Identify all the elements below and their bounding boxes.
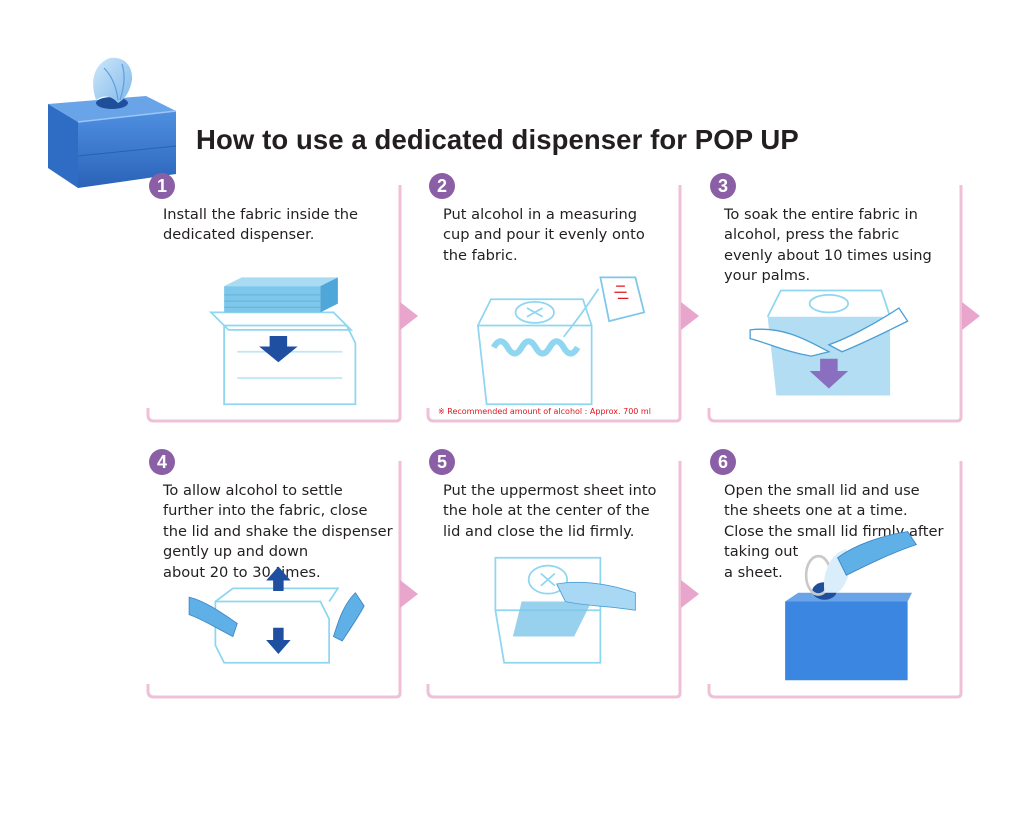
take-sheet-icon — [785, 531, 918, 681]
step-card-2: 2 Put alcohol in a measuring cup and pou… — [426, 173, 682, 423]
step-instruction: To allow alcohol to settle further into … — [163, 482, 393, 581]
arrow-right-icon — [681, 302, 699, 330]
fabric-into-dispenser-icon — [208, 277, 357, 406]
thread-sheet-icon — [494, 556, 636, 664]
step-card-6: 6 Open the small lid and use the sheets … — [707, 449, 963, 699]
arrow-right-icon — [962, 302, 980, 330]
step-number-badge: 1 — [149, 173, 175, 199]
step-card-3: 3 To soak the entire fabric in alcohol, … — [707, 173, 963, 423]
step-number-badge: 6 — [710, 449, 736, 475]
step-instruction: To soak the entire fabric in alcohol, pr… — [724, 206, 932, 285]
arrow-right-icon — [400, 302, 418, 330]
card-frame — [146, 461, 402, 699]
step-number-badge: 4 — [149, 449, 175, 475]
arrow-right-icon — [400, 580, 418, 608]
step-instruction: Install the fabric inside the dedicated … — [163, 206, 359, 244]
arrow-right-icon — [681, 580, 699, 608]
step-card-1: 1 Install the fabric inside the dedicate… — [146, 173, 402, 423]
page-title: How to use a dedicated dispenser for POP… — [196, 124, 799, 155]
dispenser-hero-icon — [48, 57, 177, 188]
step-number-badge: 3 — [710, 173, 736, 199]
shake-dispenser-icon — [188, 566, 365, 664]
step-instruction: Put the uppermost sheet into the hole at… — [443, 482, 657, 540]
step-instruction: Open the small lid and use the sheets on… — [724, 482, 944, 581]
card-frame — [707, 461, 963, 699]
card-frame — [426, 185, 682, 423]
step-number-badge: 2 — [429, 173, 455, 199]
card-frame — [146, 185, 402, 423]
step-instruction: Put alcohol in a measuring cup and pour … — [443, 206, 645, 264]
step-card-5: 5 Put the uppermost sheet into the hole … — [426, 449, 682, 699]
pour-alcohol-icon — [476, 276, 646, 406]
step-number-badge: 5 — [429, 449, 455, 475]
card-frame — [707, 185, 963, 423]
press-fabric-icon — [749, 289, 909, 396]
card-frame — [426, 461, 682, 699]
alcohol-amount-note: ※ Recommended amount of alcohol : Approx… — [438, 407, 651, 416]
step-card-4: 4 To allow alcohol to settle further int… — [146, 449, 402, 699]
